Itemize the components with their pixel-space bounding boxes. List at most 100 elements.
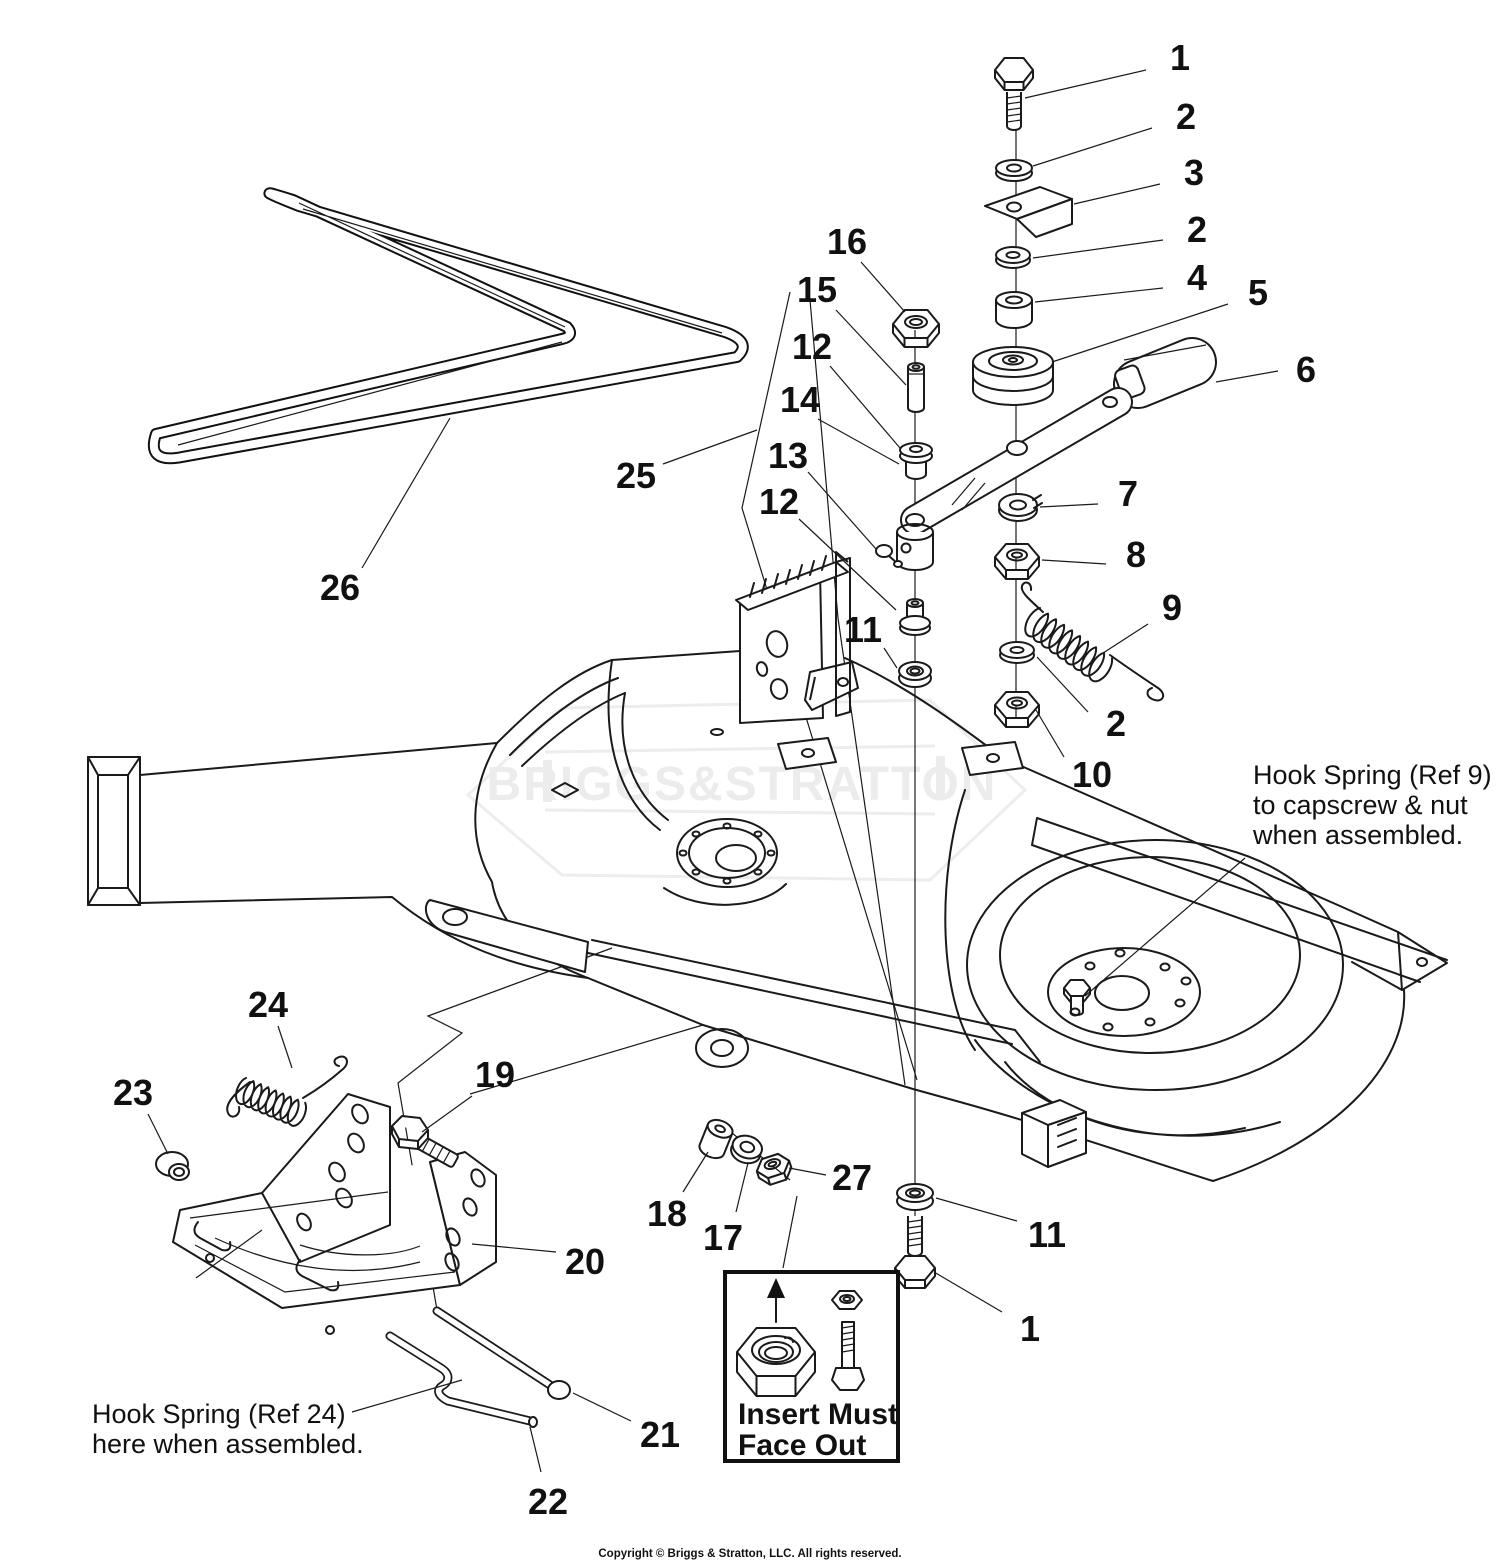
copyright-text: Copyright © Briggs & Stratton, LLC. All …	[598, 1548, 901, 1560]
callout-number: 22	[528, 1481, 568, 1522]
callout-leader-line	[1024, 69, 1147, 99]
callout-number: 2	[1106, 703, 1126, 744]
callout-number: 12	[792, 326, 832, 367]
callout-leader-line	[860, 261, 906, 313]
callout-number: 21	[640, 1414, 680, 1455]
nut-8	[994, 543, 1040, 580]
callout-number: 6	[1296, 349, 1316, 390]
svg-text:here when assembled.: here when assembled.	[92, 1429, 364, 1459]
capscrew-19	[391, 1115, 459, 1168]
callout-number: 16	[827, 221, 867, 262]
callout-number: 20	[565, 1241, 605, 1282]
bushing-12a	[899, 442, 933, 480]
capscrew-1-top	[994, 57, 1034, 131]
v-belt-drawing	[147, 187, 749, 465]
callout-number: 25	[616, 455, 656, 496]
inset-leader-line	[782, 1195, 798, 1269]
callout-number: 5	[1248, 272, 1268, 313]
callout-leader-line	[471, 1243, 557, 1253]
nut-10	[994, 691, 1040, 728]
idler-arm-drawing	[896, 387, 1133, 571]
nut-27	[755, 1152, 793, 1186]
svg-text:Hook Spring (Ref 9): Hook Spring (Ref 9)	[1253, 760, 1492, 790]
callout-number: 10	[1072, 754, 1112, 795]
nut-16	[892, 309, 940, 348]
callout-leader-line	[883, 647, 898, 669]
svg-text:to capscrew & nut: to capscrew & nut	[1253, 790, 1468, 820]
callout-number: 1	[1170, 37, 1190, 78]
callout-leader-line	[1099, 623, 1149, 656]
callout-number: 24	[248, 984, 288, 1025]
annotation-hook-spring-9: Hook Spring (Ref 9) to capscrew & nut wh…	[1084, 760, 1492, 997]
callout-leader-line	[1036, 656, 1089, 713]
watermark-text: BRIGGS&STRATTON	[487, 758, 998, 811]
callout-leader-line	[817, 418, 900, 465]
washer-11-bottom	[896, 1183, 934, 1211]
callout-number: 3	[1184, 152, 1204, 193]
callout-leader-line	[277, 1025, 293, 1069]
callout-number: 11	[844, 609, 882, 650]
callout-number: 1	[1020, 1308, 1040, 1349]
inset-large-nut	[736, 1327, 816, 1397]
clip-3	[984, 186, 1073, 238]
callout-number: 2	[1187, 209, 1207, 250]
callout-leader-line	[788, 1167, 827, 1176]
callout-number: 8	[1126, 534, 1146, 575]
mower-deck-drawing	[87, 551, 1448, 1182]
callout-leader-line	[1032, 239, 1164, 259]
annotation-hook-spring-24: Hook Spring (Ref 24) here when assembled…	[92, 1379, 463, 1459]
callout-number: 17	[703, 1217, 743, 1258]
callout-number: 18	[647, 1193, 687, 1234]
washer-2a	[995, 159, 1033, 182]
callout-number: 13	[768, 435, 808, 476]
lock-washer-7	[998, 493, 1043, 522]
svg-text:when assembled.: when assembled.	[1252, 820, 1463, 850]
callout-leader-line	[1051, 303, 1229, 363]
inset-text-line2: Face Out	[738, 1429, 866, 1462]
bracket-20	[172, 1093, 497, 1335]
inset-small-bolt	[831, 1321, 865, 1391]
callout-leader-line	[807, 471, 877, 550]
callout-number: 19	[475, 1054, 515, 1095]
callout-number: 26	[320, 567, 360, 608]
grommet-23	[155, 1151, 190, 1181]
washer-17	[730, 1134, 763, 1165]
callout-leader-line	[829, 365, 901, 449]
callout-leader-line	[798, 518, 897, 611]
capscrew-1-bottom	[894, 1216, 936, 1289]
callout-leader-line	[529, 1426, 542, 1473]
spacer-15	[907, 362, 925, 413]
idler-pulley-5	[972, 346, 1054, 406]
svg-text:Hook Spring (Ref 24): Hook Spring (Ref 24)	[92, 1399, 346, 1429]
callout-leader-line	[572, 1392, 632, 1422]
callout-number: 27	[832, 1157, 872, 1198]
callout-number: 23	[113, 1072, 153, 1113]
spring-24	[226, 1055, 348, 1127]
callout-leader-line	[933, 1271, 1003, 1313]
callout-leader-line	[1034, 287, 1164, 303]
callout-number: 15	[797, 269, 837, 310]
callout-leader-line	[147, 1113, 169, 1155]
hanger-bracket-assembly-drawing	[155, 1055, 571, 1428]
spring-9	[1020, 581, 1165, 702]
callout-leader-line	[682, 1151, 709, 1193]
callout-leader-line	[662, 429, 758, 465]
grouping-lines	[397, 291, 918, 1311]
callout-leader-line	[361, 417, 451, 569]
washer-2b	[995, 246, 1031, 269]
callout-number: 9	[1162, 587, 1182, 628]
bushing-12b	[899, 598, 931, 636]
rod-22	[385, 1331, 538, 1428]
callout-number: 2	[1176, 96, 1196, 137]
callout-number: 14	[780, 379, 820, 420]
inset-box: Insert Must Face Out	[723, 1195, 900, 1463]
arrow-up-icon	[767, 1278, 785, 1323]
idler-assembly-drawing	[875, 57, 1217, 728]
spacer-18	[698, 1118, 734, 1160]
callout-leader-line	[735, 1162, 749, 1213]
bottom-hardware-drawing	[698, 1118, 936, 1289]
washer-11-mid	[898, 661, 932, 688]
callout-leader-line	[835, 309, 907, 386]
callout-leader-line	[421, 1095, 473, 1133]
